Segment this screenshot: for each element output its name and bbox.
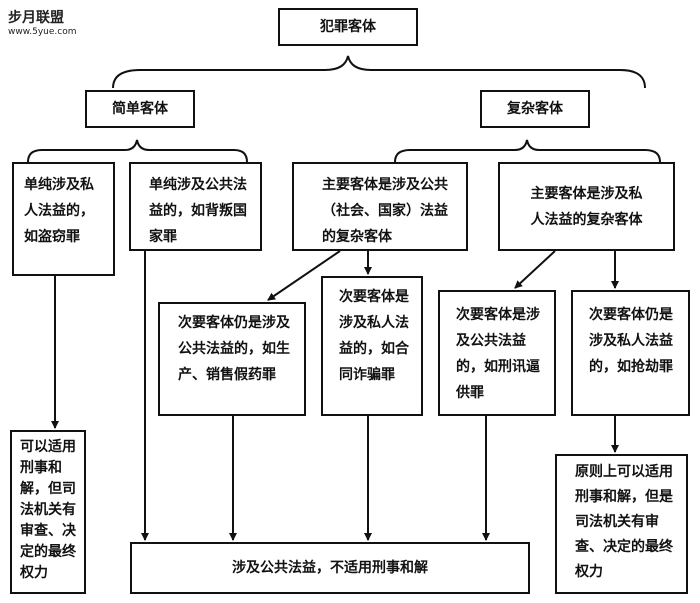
node-secondary-public-b: 次要客体是涉及公共法益的，如刑讯逼供罪	[438, 290, 556, 416]
node-simple: 简单客体	[85, 90, 195, 128]
node-simple-public: 单纯涉及公共法益的，如背叛国家罪	[129, 162, 262, 251]
arrow-d-diag	[514, 250, 556, 289]
watermark-name: 步月联盟	[8, 10, 64, 26]
watermark-url: www.5yue.com	[8, 27, 77, 37]
node-secondary-public-a: 次要客体仍是涉及公共法益的，如生产、销售假药罪	[158, 302, 306, 416]
node-complex-main-private: 主要客体是涉及私人法益的复杂客体	[498, 162, 675, 251]
node-secondary-private-b: 次要客体仍是涉及私人法益的，如抢劫罪	[571, 290, 690, 416]
node-secondary-private-a: 次要客体是涉及私人法益的，如合同诈骗罪	[321, 276, 423, 416]
node-simple-private: 单纯涉及私人法益的，如盗窃罪	[12, 162, 115, 276]
watermark: 步月联盟 www.5yue.com	[8, 10, 77, 38]
brace-root	[112, 55, 646, 89]
node-complex: 复杂客体	[480, 90, 590, 128]
brace-complex	[394, 139, 661, 163]
node-result-left: 可以适用刑事和解，但司法机关有审查、决定的最终权力	[10, 430, 86, 594]
brace-simple	[27, 139, 248, 163]
node-result-public: 涉及公共法益，不适用刑事和解	[130, 542, 530, 594]
node-result-right: 原则上可以适用刑事和解，但是司法机关有审查、决定的最终权力	[555, 454, 688, 594]
node-root: 犯罪客体	[278, 8, 418, 46]
node-complex-main-public: 主要客体是涉及公共（社会、国家）法益的复杂客体	[292, 162, 468, 251]
arrow-c-diag	[267, 250, 341, 301]
